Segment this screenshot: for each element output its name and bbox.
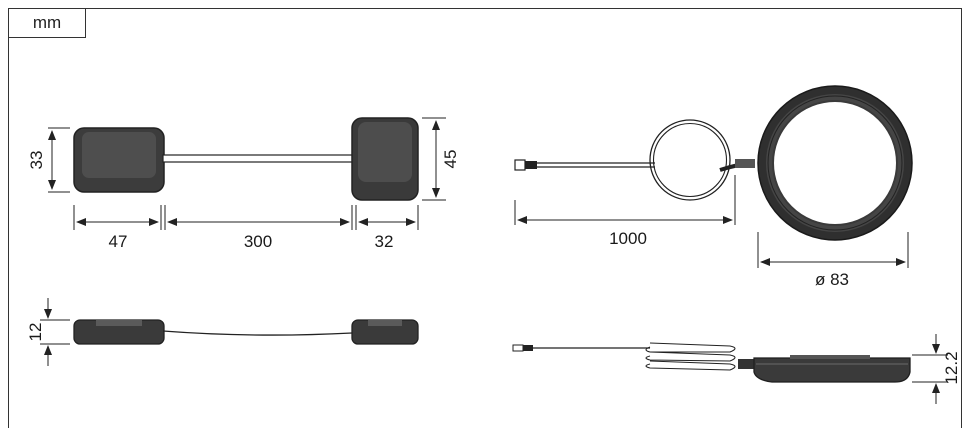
round-puck-lens: [772, 100, 898, 226]
top-right-view: 1000 ø 83: [514, 85, 913, 289]
unit-label: mm: [8, 8, 86, 38]
dim-thickness-12: 12: [26, 323, 45, 342]
bottom-right-view: 12.2: [512, 334, 961, 404]
dim-cable-1000: 1000: [609, 229, 647, 248]
plug-connector: [514, 159, 526, 171]
cable-top-left: [162, 154, 355, 163]
dim-diameter: ø 83: [815, 270, 849, 289]
drawing-frame: [8, 8, 962, 428]
dim-width-b: 32: [375, 232, 394, 251]
dim-height-a: 33: [27, 151, 46, 170]
bottom-left-view: 12: [26, 298, 419, 366]
connector-box-top-face: [358, 122, 412, 182]
dim-height-b: 45: [441, 150, 460, 169]
top-left-view: 33 45 47 300 32: [27, 117, 460, 251]
cable-coil: [649, 119, 731, 201]
dim-cable-300: 300: [244, 232, 272, 251]
dim-width-a: 47: [109, 232, 128, 251]
round-puck-side: [753, 357, 911, 383]
dim-thickness-12-2: 12.2: [942, 351, 961, 384]
driver-box-top-face: [82, 132, 156, 178]
